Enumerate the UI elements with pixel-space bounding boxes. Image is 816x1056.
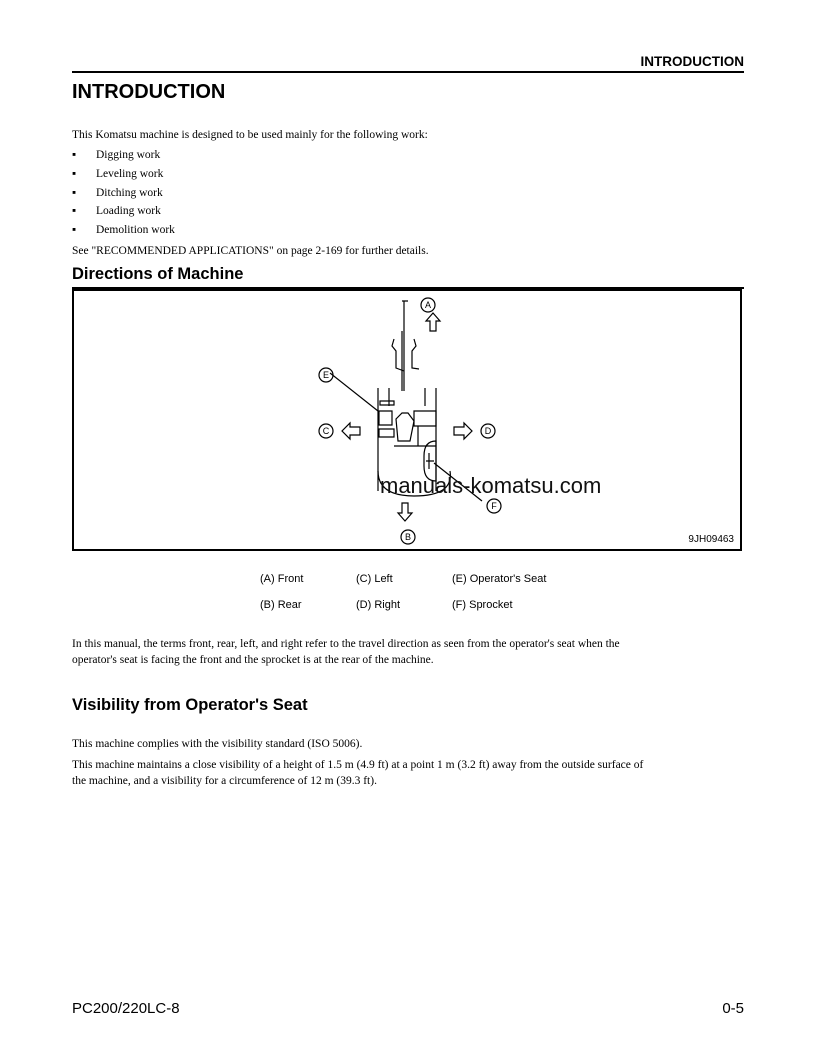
- svg-text:A: A: [425, 300, 431, 310]
- svg-text:F: F: [491, 501, 497, 511]
- section-heading-visibility: Visibility from Operator's Seat: [72, 696, 308, 714]
- see-also-text: See "RECOMMENDED APPLICATIONS" on page 2…: [72, 245, 429, 257]
- section-rule: [72, 287, 744, 289]
- list-item: ▪Digging work: [72, 149, 175, 168]
- bullet-icon: ▪: [72, 149, 77, 161]
- list-item: ▪Demolition work: [72, 224, 175, 243]
- svg-text:E: E: [323, 370, 329, 380]
- direction-note-line2: operator's seat is facing the front and …: [72, 654, 434, 666]
- directions-figure: A E C D F B manuals-komatsu.com 9JH09463: [72, 289, 742, 551]
- bullet-icon: ▪: [72, 205, 77, 218]
- legend-front: (A) Front: [260, 573, 304, 585]
- svg-text:C: C: [323, 426, 330, 436]
- visibility-detail-line2: the machine, and a visibility for a circ…: [72, 775, 377, 787]
- list-item: ▪Loading work: [72, 205, 175, 224]
- svg-text:D: D: [485, 426, 492, 436]
- legend-sprocket: (F) Sprocket: [452, 599, 513, 611]
- legend-operators-seat: (E) Operator's Seat: [452, 573, 547, 585]
- section-heading-directions: Directions of Machine: [72, 265, 244, 283]
- figure-code: 9JH09463: [688, 534, 734, 545]
- footer-model: PC200/220LC-8: [72, 1000, 180, 1017]
- direction-note-line1: In this manual, the terms front, rear, l…: [72, 638, 620, 650]
- watermark: manuals-komatsu.com: [380, 473, 602, 498]
- bullet-icon: ▪: [72, 186, 77, 199]
- list-item: ▪Leveling work: [72, 168, 175, 187]
- legend-left: (C) Left: [356, 573, 393, 585]
- machine-diagram-icon: A E C D F B: [318, 297, 502, 545]
- legend-right: (D) Right: [356, 599, 401, 611]
- legend-rear: (B) Rear: [260, 599, 302, 611]
- svg-text:B: B: [405, 532, 411, 542]
- bullet-icon: ▪: [72, 224, 77, 237]
- header-rule: [72, 71, 744, 73]
- page-title: INTRODUCTION: [72, 81, 226, 103]
- intro-lead: This Komatsu machine is designed to be u…: [72, 129, 428, 141]
- running-header: INTRODUCTION: [640, 54, 745, 69]
- visibility-standard-text: This machine complies with the visibilit…: [72, 738, 363, 750]
- footer-page-number: 0-5: [722, 1000, 744, 1017]
- bullet-icon: ▪: [72, 167, 77, 180]
- visibility-detail-line1: This machine maintains a close visibilit…: [72, 759, 644, 771]
- work-list: ▪Digging work ▪Leveling work ▪Ditching w…: [72, 149, 175, 243]
- list-item: ▪Ditching work: [72, 187, 175, 206]
